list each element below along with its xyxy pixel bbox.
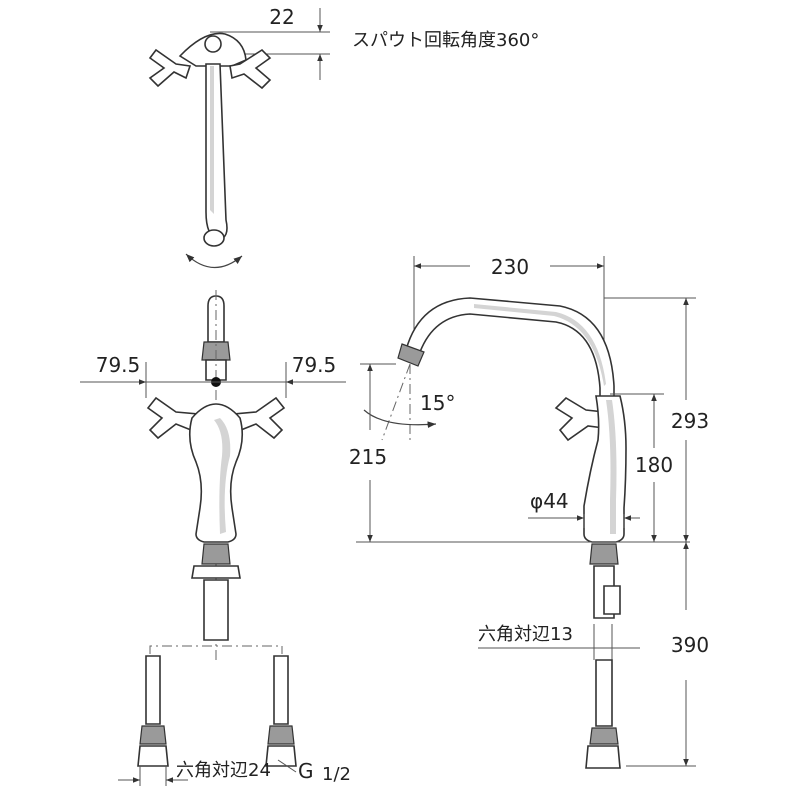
front-view: 79.5 79.5 六角対辺24 G 1/2 bbox=[80, 290, 351, 786]
top-spout-tip bbox=[203, 229, 225, 247]
front-right-pipe bbox=[273, 655, 289, 725]
dim-total-height: 293 bbox=[671, 409, 709, 433]
side-spout bbox=[404, 297, 615, 401]
front-left-nut-icon bbox=[137, 745, 169, 767]
dim-right-handle: 79.5 bbox=[292, 353, 337, 377]
dim-base-diameter: φ44 bbox=[530, 489, 569, 513]
front-lock-nut bbox=[191, 565, 241, 579]
rotation-arrow-icon bbox=[185, 253, 243, 269]
front-hex-note: 六角対辺24 bbox=[176, 760, 271, 781]
front-right-nut-icon bbox=[265, 745, 297, 767]
front-body bbox=[188, 403, 244, 543]
top-left-handle-icon bbox=[148, 48, 192, 88]
dim-spout-offset: 22 bbox=[269, 5, 294, 29]
side-shank-thread bbox=[589, 543, 619, 565]
side-view: 230 15° 215 293 180 bbox=[349, 255, 709, 769]
top-view: 22 スパウト回転角度360° bbox=[148, 5, 539, 269]
thread-fraction: 1/2 bbox=[322, 764, 351, 785]
dim-handle-height: 180 bbox=[635, 453, 673, 477]
angle-arc-icon bbox=[363, 409, 437, 428]
side-hex-note: 六角対辺13 bbox=[478, 624, 573, 645]
thread-note: G bbox=[298, 759, 314, 783]
top-right-handle-icon bbox=[229, 48, 272, 90]
front-left-pipe bbox=[145, 655, 161, 725]
top-spout bbox=[205, 63, 228, 241]
side-pipe bbox=[595, 659, 613, 727]
side-nut-icon bbox=[585, 745, 621, 769]
dim-left-handle: 79.5 bbox=[96, 353, 141, 377]
angle-label: 15° bbox=[420, 391, 455, 415]
dim-pipe-length: 390 bbox=[671, 633, 709, 657]
dim-spout-reach: 230 bbox=[491, 255, 529, 279]
dim-spout-height: 215 bbox=[349, 445, 387, 469]
rotation-note: スパウト回転角度360° bbox=[352, 30, 539, 51]
side-spout-tip bbox=[397, 343, 425, 367]
front-shank-thread bbox=[201, 543, 231, 565]
front-shank bbox=[203, 579, 229, 641]
side-lock-nut bbox=[603, 585, 621, 615]
